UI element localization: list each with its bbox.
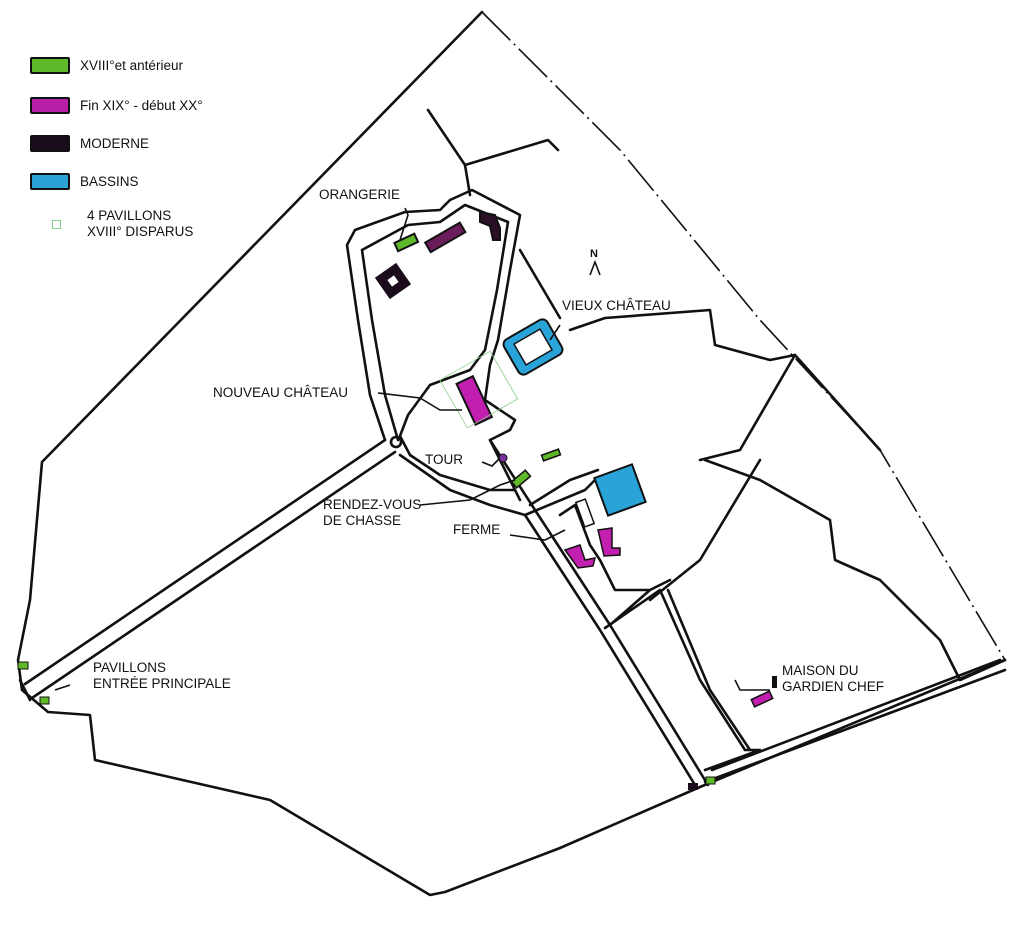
legend-square-icon bbox=[52, 219, 61, 229]
legend-item-moderne: MODERNE bbox=[30, 135, 149, 152]
maison-gardien-building bbox=[750, 690, 774, 708]
label-orangerie: ORANGERIE bbox=[319, 187, 401, 202]
roundabout bbox=[389, 435, 403, 449]
legend-item-bassins: BASSINS bbox=[30, 173, 139, 190]
label-line: GARDIEN CHEF bbox=[782, 679, 885, 694]
main-avenue bbox=[18, 438, 397, 702]
north-loop-road bbox=[345, 188, 522, 502]
farm-area bbox=[523, 468, 1007, 784]
modern-building bbox=[772, 676, 777, 688]
legend-label: MODERNE bbox=[80, 136, 150, 151]
courtyard bbox=[387, 275, 399, 287]
legend-label: 4 PAVILLONS XVIII° DISPARUS bbox=[87, 208, 193, 240]
label-line: MAISON DU bbox=[782, 663, 859, 678]
label-maison-gardien: MAISON DU GARDIEN CHEF bbox=[782, 663, 884, 695]
legend-label-line: XVIII° DISPARUS bbox=[87, 224, 194, 239]
ferme-building bbox=[563, 544, 597, 569]
legend-label: BASSINS bbox=[80, 174, 139, 189]
legend-label-line: 4 PAVILLONS bbox=[87, 208, 172, 223]
estate-boundary bbox=[16, 10, 1007, 897]
ferme-building bbox=[597, 527, 621, 557]
parcel-lines bbox=[426, 108, 1007, 682]
legend-item-xviii: XVIII°et antérieur bbox=[30, 57, 183, 74]
label-tour: TOUR bbox=[425, 452, 464, 467]
legend-swatch-black bbox=[30, 135, 70, 152]
nouveau-chateau-building bbox=[455, 374, 494, 426]
legend-item-fin-xix: Fin XIX° - début XX° bbox=[30, 97, 203, 114]
label-nouveau-chateau: NOUVEAU CHÂTEAU bbox=[213, 385, 349, 400]
tour-building bbox=[498, 453, 508, 463]
estate-boundary-east bbox=[481, 11, 1006, 661]
vanished-pavilions-outline bbox=[439, 350, 519, 429]
bassin bbox=[593, 463, 647, 517]
label-line: ENTRÉE PRINCIPALE bbox=[93, 676, 231, 691]
label-vieux-chateau: VIEUX CHÂTEAU bbox=[562, 298, 671, 313]
historic-building bbox=[540, 448, 562, 462]
label-line: PAVILLONS bbox=[93, 660, 167, 675]
orangerie-building bbox=[393, 232, 420, 253]
vieux-chateau-building bbox=[512, 328, 554, 366]
legend-label: XVIII°et antérieur bbox=[80, 58, 183, 73]
rendez-vous-de-chasse-building bbox=[510, 469, 532, 489]
leader-lines bbox=[54, 207, 770, 691]
legend-swatch-green bbox=[30, 57, 70, 74]
modern-building bbox=[423, 221, 467, 254]
label-ferme: FERME bbox=[453, 522, 501, 537]
legend-swatch-blue bbox=[30, 173, 70, 190]
label-line: DE CHASSE bbox=[323, 513, 402, 528]
modern-building bbox=[688, 783, 698, 790]
legend-label: Fin XIX° - début XX° bbox=[80, 98, 203, 113]
label-line: RENDEZ-VOUS bbox=[323, 497, 422, 512]
north-label: N bbox=[590, 248, 598, 260]
modern-building bbox=[479, 210, 501, 241]
south-road bbox=[398, 438, 710, 787]
label-rendez-vous-de-chasse: RENDEZ-VOUS DE CHASSE bbox=[323, 497, 421, 529]
label-pavillons-entree: PAVILLONS ENTRÉE PRINCIPALE bbox=[93, 660, 231, 692]
historic-building bbox=[705, 776, 716, 785]
farm-building bbox=[574, 498, 596, 528]
legend-swatch-magenta bbox=[30, 97, 70, 114]
entrance-pavilion bbox=[39, 696, 50, 705]
entrance-pavilion bbox=[17, 661, 29, 670]
legend-item-pavillons: 4 PAVILLONS XVIII° DISPARUS bbox=[28, 208, 193, 240]
north-arrow-icon bbox=[589, 259, 601, 276]
